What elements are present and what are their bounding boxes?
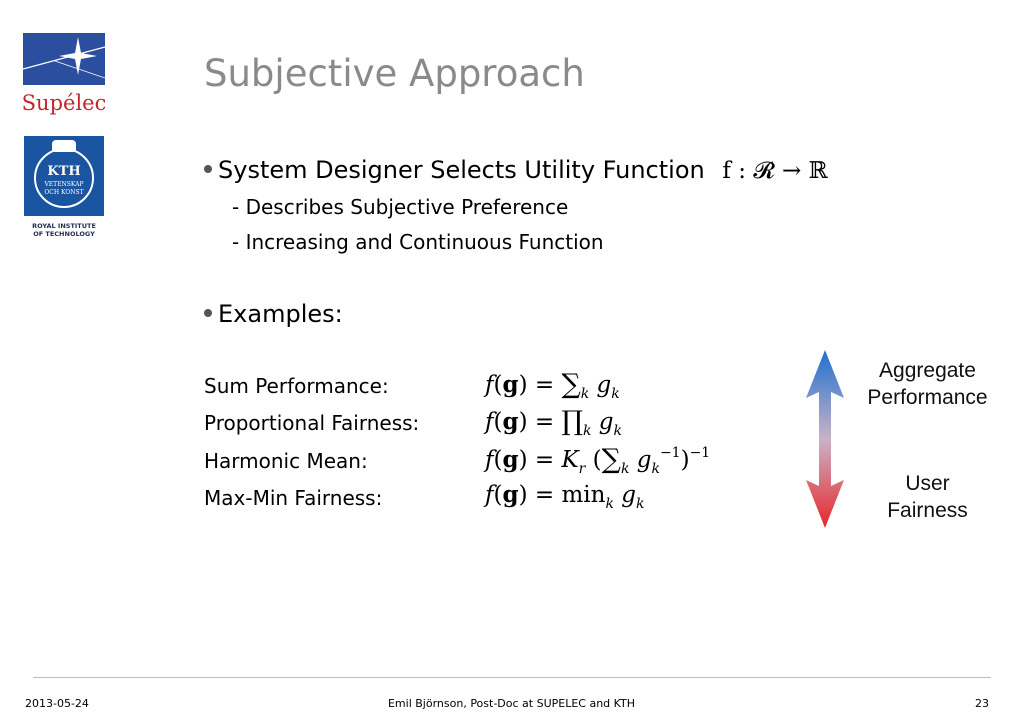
kth-seal-ring bbox=[34, 148, 94, 208]
sum-operator: ∑ bbox=[601, 444, 621, 475]
kth-caption-line-2: OF TECHNOLOGY bbox=[33, 230, 95, 238]
kth-logo: KTH VETENSKAP OCH KONST ROYAL INSTITUTE … bbox=[24, 136, 104, 240]
formula-harmonic-mean: f(g) = Kr (∑k gk−1)−1 bbox=[485, 444, 711, 477]
fairness-label-line-2: Fairness bbox=[887, 499, 968, 522]
supelec-wordmark: Supélec bbox=[23, 91, 105, 115]
user-fairness-label: User Fairness bbox=[855, 470, 1000, 524]
sub-bullet-increasing-continuous: - Increasing and Continuous Function bbox=[232, 230, 604, 254]
aggregate-label-line-1: Aggregate bbox=[879, 359, 976, 382]
formula-var: g bbox=[598, 409, 614, 435]
kth-motto-line-2: OCH KONST bbox=[44, 189, 84, 196]
aggregate-label-line-2: Performance bbox=[867, 386, 988, 409]
kth-motto-line-1: VETENSKAP bbox=[44, 181, 84, 188]
utility-mapping-math: f : 𝓡 → ℝ bbox=[722, 158, 828, 184]
footer-divider bbox=[33, 677, 991, 678]
bullet-text: System Designer Selects Utility Function bbox=[218, 156, 705, 184]
double-arrow-icon bbox=[800, 348, 850, 530]
kth-caption-line-1: ROYAL INSTITUTE bbox=[32, 222, 96, 230]
example-label-harmonic: Harmonic Mean: bbox=[204, 449, 368, 473]
kth-emblem: KTH VETENSKAP OCH KONST bbox=[24, 136, 104, 216]
slide-title: Subjective Approach bbox=[204, 52, 585, 95]
example-label-sum: Sum Performance: bbox=[204, 374, 389, 398]
formula-var: g bbox=[636, 447, 652, 473]
product-operator: ∏ bbox=[561, 406, 583, 437]
bullet-examples: Examples: bbox=[204, 300, 343, 328]
bullet-text: Examples: bbox=[218, 300, 343, 328]
supelec-logo: Supélec bbox=[22, 33, 106, 118]
kth-caption: ROYAL INSTITUTE OF TECHNOLOGY bbox=[24, 222, 104, 238]
kth-emblem-text: KTH bbox=[47, 164, 81, 179]
footer-page-number: 23 bbox=[975, 697, 989, 710]
footer-author: Emil Björnson, Post-Doc at SUPELEC and K… bbox=[387, 697, 636, 710]
formula-max-min-fairness: f(g) = mink gk bbox=[485, 481, 645, 512]
fairness-label-line-1: User bbox=[905, 472, 950, 495]
bullet-utility-function: System Designer Selects Utility Function… bbox=[204, 156, 828, 184]
bullet-icon bbox=[204, 309, 212, 317]
sum-operator: ∑ bbox=[561, 369, 581, 400]
formula-sum-performance: f(g) = ∑k gk bbox=[485, 369, 620, 402]
aggregate-performance-label: Aggregate Performance bbox=[855, 357, 1000, 411]
example-label-maxmin: Max-Min Fairness: bbox=[204, 486, 383, 510]
bullet-icon bbox=[204, 165, 212, 173]
example-label-proportional: Proportional Fairness: bbox=[204, 411, 420, 435]
formula-var: g bbox=[621, 482, 636, 508]
sub-bullet-subjective-preference: - Describes Subjective Preference bbox=[232, 195, 569, 219]
formula-var: g bbox=[596, 372, 612, 398]
min-operator: min bbox=[561, 482, 606, 508]
formula-proportional-fairness: f(g) = ∏k gk bbox=[485, 406, 622, 439]
footer-date: 2013-05-24 bbox=[25, 697, 89, 710]
